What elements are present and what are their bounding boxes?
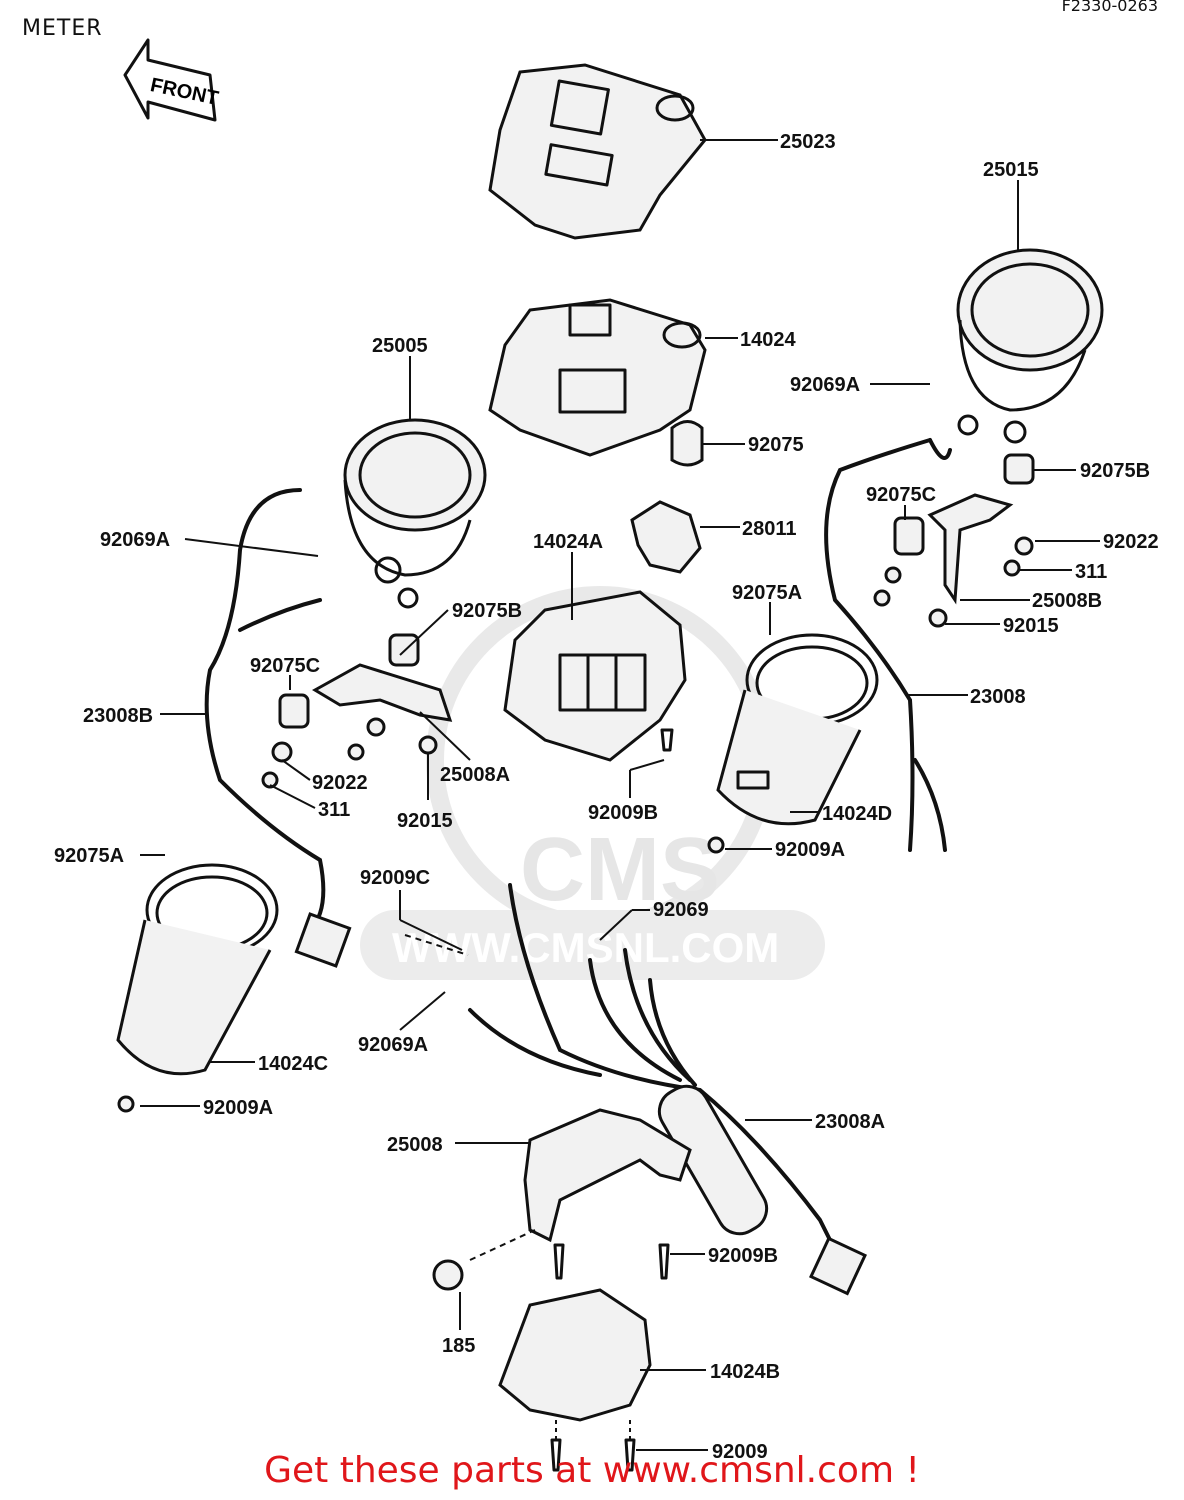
- diagram-title: METER: [22, 16, 103, 41]
- meter-cup-left-92075A: [116, 863, 279, 1076]
- screws: [117, 453, 1035, 1472]
- wire-harness-23008B: [204, 488, 352, 968]
- meter-cover-25023: [488, 63, 707, 240]
- callout-92069A-left: 92069A: [100, 529, 170, 551]
- leader-lines: [140, 139, 1100, 1451]
- callout-92075B-left: 92075B: [452, 600, 522, 622]
- callout-25005: 25005: [372, 335, 428, 357]
- callout-92069: 92069: [653, 899, 709, 921]
- callout-14024C: 14024C: [258, 1053, 328, 1075]
- drawing-code: F2330-0263: [1061, 0, 1158, 15]
- lower-cover-14024B: [498, 1288, 652, 1422]
- wire-harness-23008A: [468, 883, 867, 1296]
- callout-311-left: 311: [318, 799, 350, 821]
- callout-185: 185: [442, 1335, 475, 1357]
- callout-92009: 92009: [712, 1441, 768, 1463]
- callout-23008B: 23008B: [83, 705, 153, 727]
- callout-92022-right: 92022: [1103, 531, 1159, 553]
- callout-92075C-left: 92075C: [250, 655, 320, 677]
- callout-25008: 25008: [387, 1134, 443, 1156]
- callout-92009C: 92009C: [360, 867, 430, 889]
- callout-92075C-right: 92075C: [866, 484, 936, 506]
- bracket-25008A: [312, 663, 453, 722]
- meter-case-14024: [488, 298, 707, 457]
- callout-92075B-right: 92075B: [1080, 460, 1150, 482]
- promo-banner: Get these parts at www.cmsnl.com !: [264, 1450, 920, 1491]
- indicator-housing-14024A: [503, 590, 687, 762]
- bracket-25008B: [927, 493, 1014, 605]
- callout-92009A-right: 92009A: [775, 839, 845, 861]
- callout-14024A: 14024A: [533, 531, 603, 553]
- callout-92009B-center: 92009B: [588, 802, 658, 824]
- callout-14024D: 14024D: [822, 803, 892, 825]
- callout-92015-right: 92015: [1003, 615, 1059, 637]
- callout-92069A-center: 92069A: [358, 1034, 428, 1056]
- callout-311-right: 311: [1075, 561, 1107, 583]
- callout-25008B: 25008B: [1032, 590, 1102, 612]
- callout-92069A-right: 92069A: [790, 374, 860, 396]
- callout-25023: 25023: [780, 131, 836, 153]
- speedometer-25005: [343, 418, 487, 609]
- meter-cup-right-92075A: [716, 633, 879, 826]
- bracket-28011: [630, 500, 702, 574]
- callout-92009A-left: 92009A: [203, 1097, 273, 1119]
- callout-92009B-bottom: 92009B: [708, 1245, 778, 1267]
- callout-92075A-left: 92075A: [54, 845, 124, 867]
- callout-92075A-right: 92075A: [732, 582, 802, 604]
- callout-28011: 28011: [742, 518, 797, 540]
- callout-23008: 23008: [970, 686, 1026, 708]
- callout-25008A: 25008A: [440, 764, 510, 786]
- callout-14024B: 14024B: [710, 1361, 780, 1383]
- callout-92075: 92075: [748, 434, 804, 456]
- callout-23008A: 23008A: [815, 1111, 885, 1133]
- callout-25015: 25015: [983, 159, 1039, 181]
- grommet-92075: [670, 420, 704, 467]
- bolt-185: [432, 1259, 464, 1291]
- callout-92022-left: 92022: [312, 772, 368, 794]
- front-arrow-icon: FRONT: [123, 38, 220, 122]
- callout-labels: 25023 25015 25005 14024 92069A 92075 920…: [54, 131, 1159, 1463]
- callout-14024: 14024: [740, 329, 796, 351]
- watermark-brand: CMS: [520, 820, 720, 920]
- watermark-site: WWW.CMSNL.COM: [392, 924, 779, 971]
- tachometer-25015: [956, 248, 1104, 444]
- wire-harness-23008: [824, 438, 952, 852]
- bracket-25008: [523, 1108, 692, 1243]
- callout-92015-left: 92015: [397, 810, 453, 832]
